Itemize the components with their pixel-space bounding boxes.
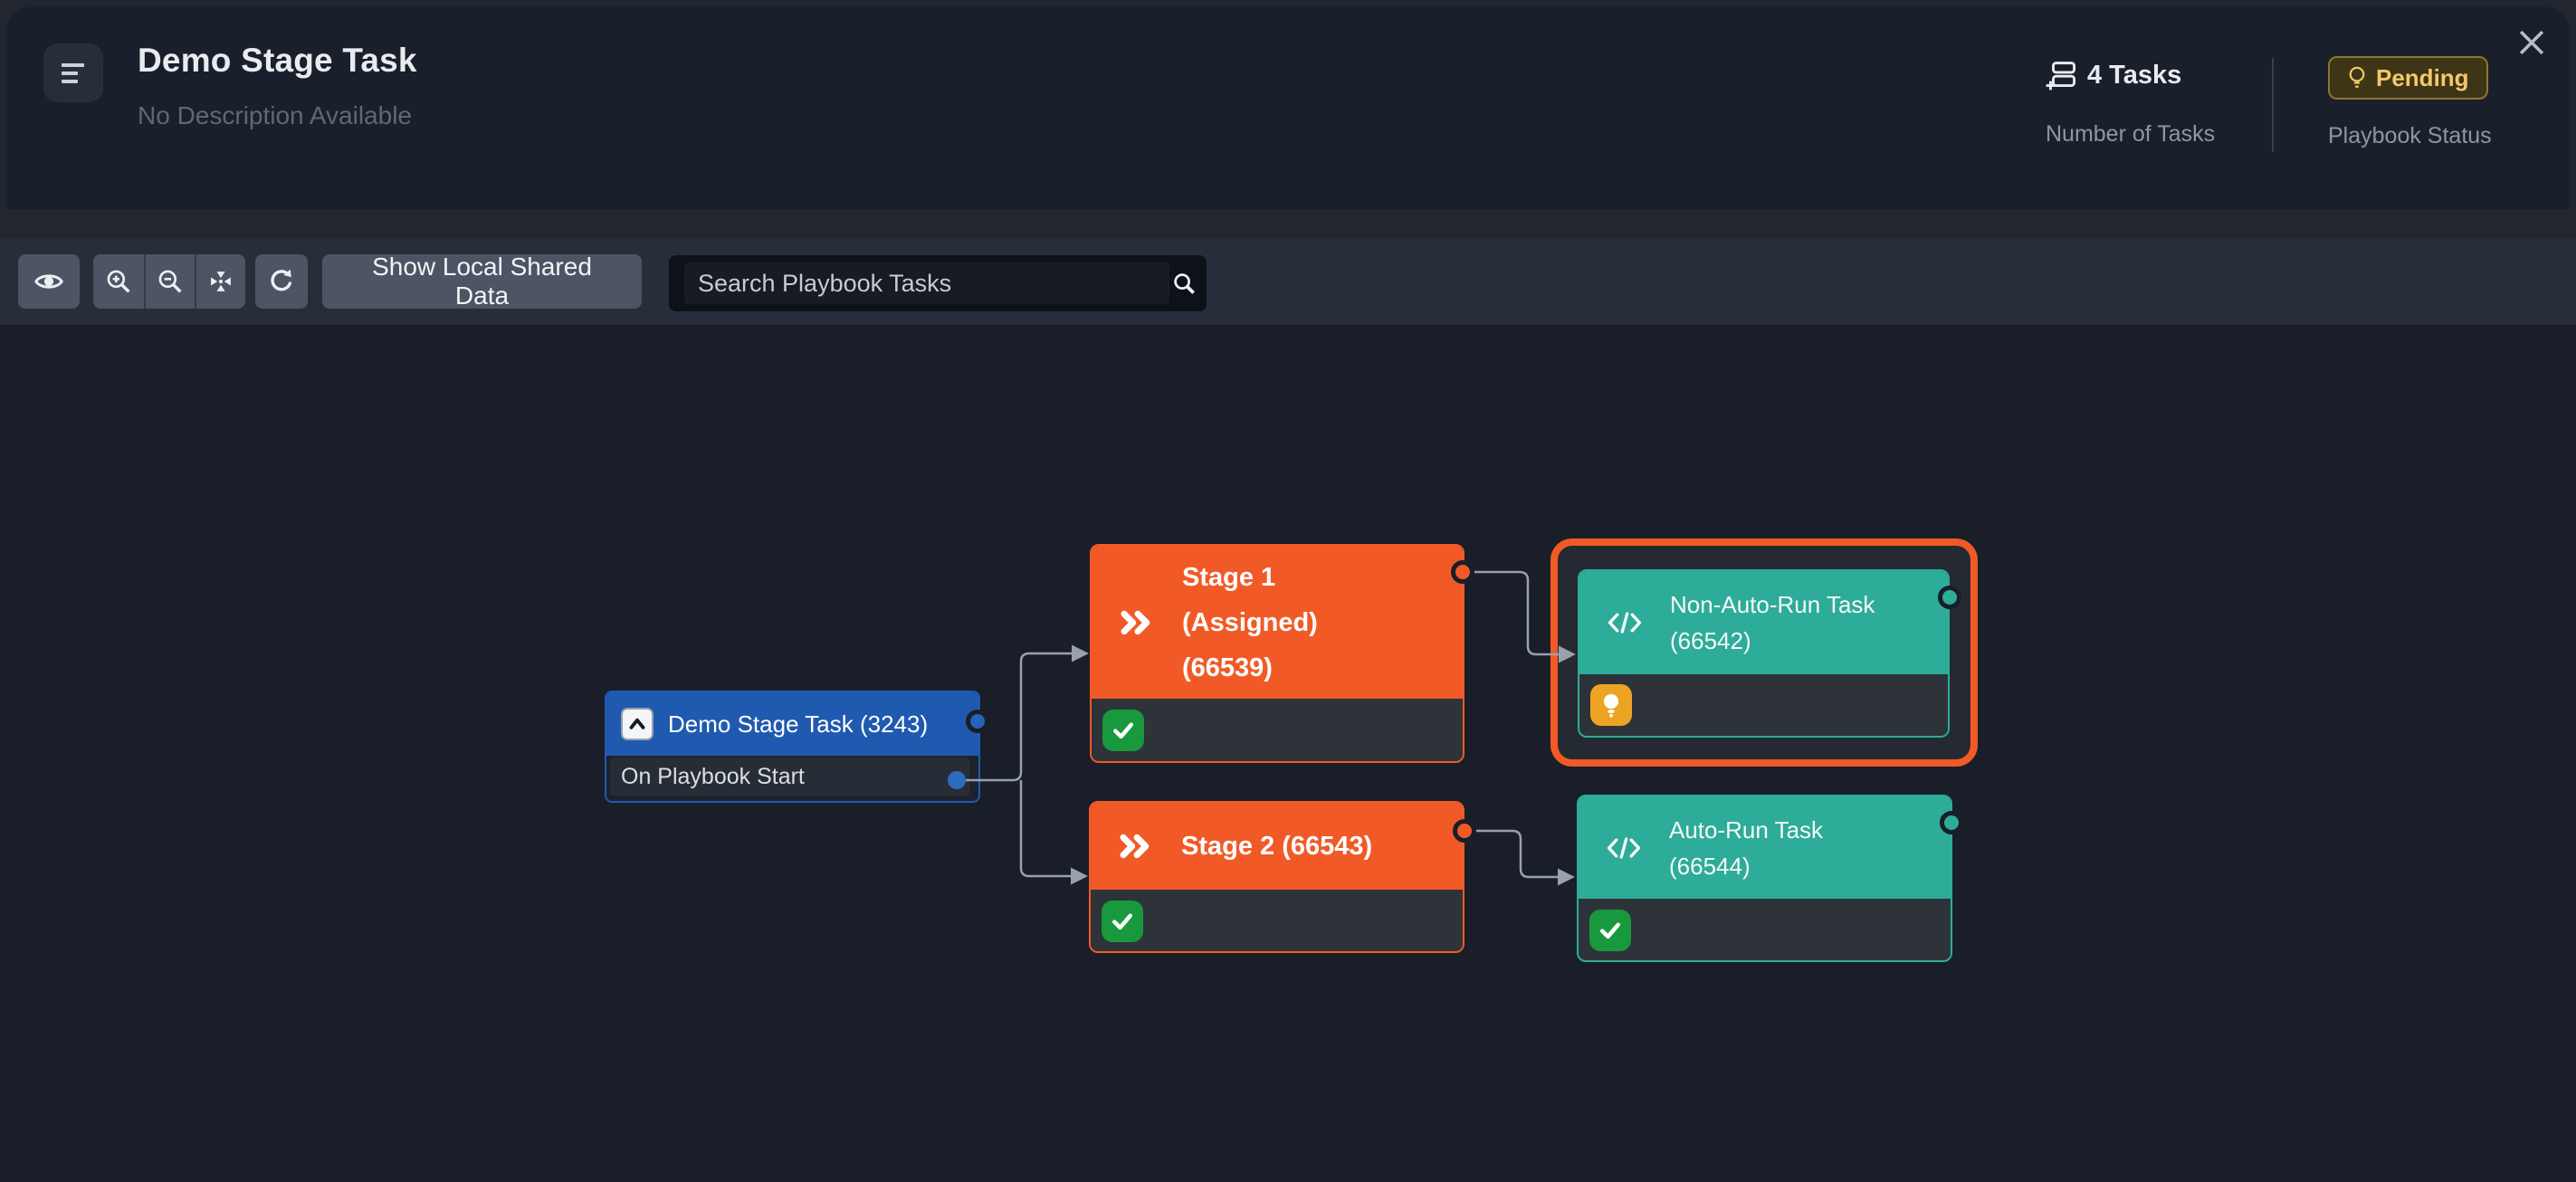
stage1-footer — [1092, 699, 1463, 761]
zoom-in-icon — [107, 270, 130, 293]
success-badge — [1589, 910, 1631, 951]
align-left-icon — [62, 62, 85, 83]
fit-to-screen-icon — [211, 272, 231, 291]
refresh-icon — [271, 269, 292, 291]
node-stage-1[interactable]: Stage 1 (Assigned) (66539) — [1090, 544, 1465, 763]
fit-to-screen-button[interactable] — [195, 254, 245, 309]
tasks-count-label: Number of Tasks — [2046, 121, 2216, 147]
double-chevron-icon — [1091, 834, 1181, 859]
status-badge-text: Pending — [2376, 63, 2469, 91]
search-box — [669, 255, 1207, 311]
tasks-icon — [2046, 62, 2076, 91]
lightbulb-icon — [1603, 693, 1619, 718]
nonauto-header: Non-Auto-Run Task (66542) — [1579, 571, 1948, 674]
tasks-count: 4 Tasks — [2087, 60, 2182, 90]
page-subtitle: No Description Available — [138, 101, 412, 129]
node-non-auto-run-task[interactable]: Non-Auto-Run Task (66542) — [1578, 569, 1950, 738]
nonauto-title: Non-Auto-Run Task (66542) — [1670, 591, 1875, 654]
node-trigger-demo-stage-task[interactable]: Demo Stage Task (3243) On Playbook Start — [605, 691, 980, 803]
check-icon — [1113, 722, 1133, 739]
tasks-count-row: 4 Tasks — [2046, 60, 2181, 91]
description-menu-button[interactable] — [43, 43, 103, 102]
page-title: Demo Stage Task — [138, 42, 417, 79]
code-icon — [1579, 834, 1669, 862]
header-divider — [2272, 58, 2274, 152]
node-auto-run-task[interactable]: Auto-Run Task (66544) — [1577, 795, 1952, 962]
stage1-header: Stage 1 (Assigned) (66539) — [1092, 546, 1463, 699]
header-panel: Demo Stage Task No Description Available… — [7, 7, 2569, 209]
search-input[interactable] — [684, 262, 1169, 304]
stage2-header: Stage 2 (66543) — [1091, 803, 1463, 890]
trigger-node-title: Demo Stage Task (3243) — [668, 710, 929, 738]
double-chevron-icon — [1092, 610, 1182, 635]
refresh-button[interactable] — [255, 254, 308, 309]
zoom-out-icon — [158, 270, 182, 293]
lightbulb-icon — [2349, 66, 2365, 88]
stage2-footer — [1091, 890, 1463, 951]
search-icon — [1174, 273, 1195, 294]
trigger-node-header: Demo Stage Task (3243) — [606, 692, 978, 756]
show-local-shared-data-button[interactable]: Show Local Shared Data — [322, 253, 642, 310]
overview-eye-button[interactable] — [18, 254, 80, 309]
pending-badge — [1590, 684, 1632, 726]
eye-icon — [33, 274, 64, 289]
stage1-title: Stage 1 (Assigned) (66539) — [1182, 562, 1318, 682]
zoom-button-group — [93, 254, 245, 309]
nonauto-footer — [1579, 674, 1948, 736]
check-icon — [1600, 922, 1620, 939]
close-button[interactable] — [2507, 18, 2556, 67]
status-badge: Pending — [2328, 56, 2488, 100]
on-playbook-start-output[interactable]: On Playbook Start — [610, 758, 969, 796]
status-label: Playbook Status — [2328, 123, 2492, 148]
zoom-out-button[interactable] — [144, 254, 195, 309]
playbook-caret-icon — [621, 708, 654, 740]
check-icon — [1112, 913, 1132, 930]
auto-title: Auto-Run Task (66544) — [1669, 815, 1824, 880]
auto-footer — [1579, 899, 1951, 960]
auto-header: Auto-Run Task (66544) — [1579, 796, 1951, 899]
canvas-toolbar: Show Local Shared Data — [0, 238, 2576, 325]
zoom-in-button[interactable] — [93, 254, 144, 309]
success-badge — [1102, 709, 1144, 751]
node-stage-2[interactable]: Stage 2 (66543) — [1089, 801, 1465, 953]
selected-node-highlight-ring: Non-Auto-Run Task (66542) — [1550, 539, 1978, 767]
success-badge — [1102, 901, 1143, 942]
trigger-node-body: On Playbook Start — [606, 756, 978, 799]
code-icon — [1579, 609, 1670, 636]
stage2-title: Stage 2 (66543) — [1181, 832, 1373, 861]
close-icon — [2519, 30, 2544, 55]
